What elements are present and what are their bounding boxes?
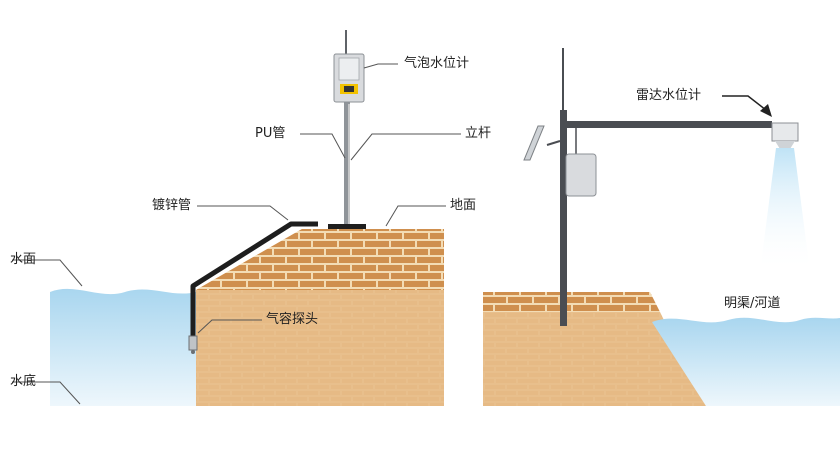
label-water-surface: 水面 [10,252,37,267]
label-pu-tube: PU管 [255,126,286,141]
radar-wave-cone [760,148,810,272]
probe [188,335,198,351]
label-galvanized-pipe: 镀锌管 [152,198,192,213]
water-body [50,288,196,406]
control-box [565,153,597,197]
radar-beam-arm [560,121,772,128]
label-channel: 明渠/河道 [724,296,781,311]
bank-soil [483,312,706,406]
galvanized-pipe [190,221,318,346]
channel-water [652,317,840,406]
label-radar-gauge: 雷达水位计 [636,88,702,103]
brick-layer [196,229,444,290]
label-water-bottom: 水底 [10,374,37,389]
radar-sensor [771,122,799,142]
label-ground: 地面 [450,198,477,213]
radar-leader-arrow [722,95,772,117]
label-pole: 立杆 [465,126,492,141]
label-probe: 气容探头 [266,312,319,327]
radar-pole [560,110,567,326]
bank-bricks [483,292,660,312]
label-bubble-gauge: 气泡水位计 [404,56,470,71]
solar-panel [523,125,545,161]
pole [344,98,350,226]
